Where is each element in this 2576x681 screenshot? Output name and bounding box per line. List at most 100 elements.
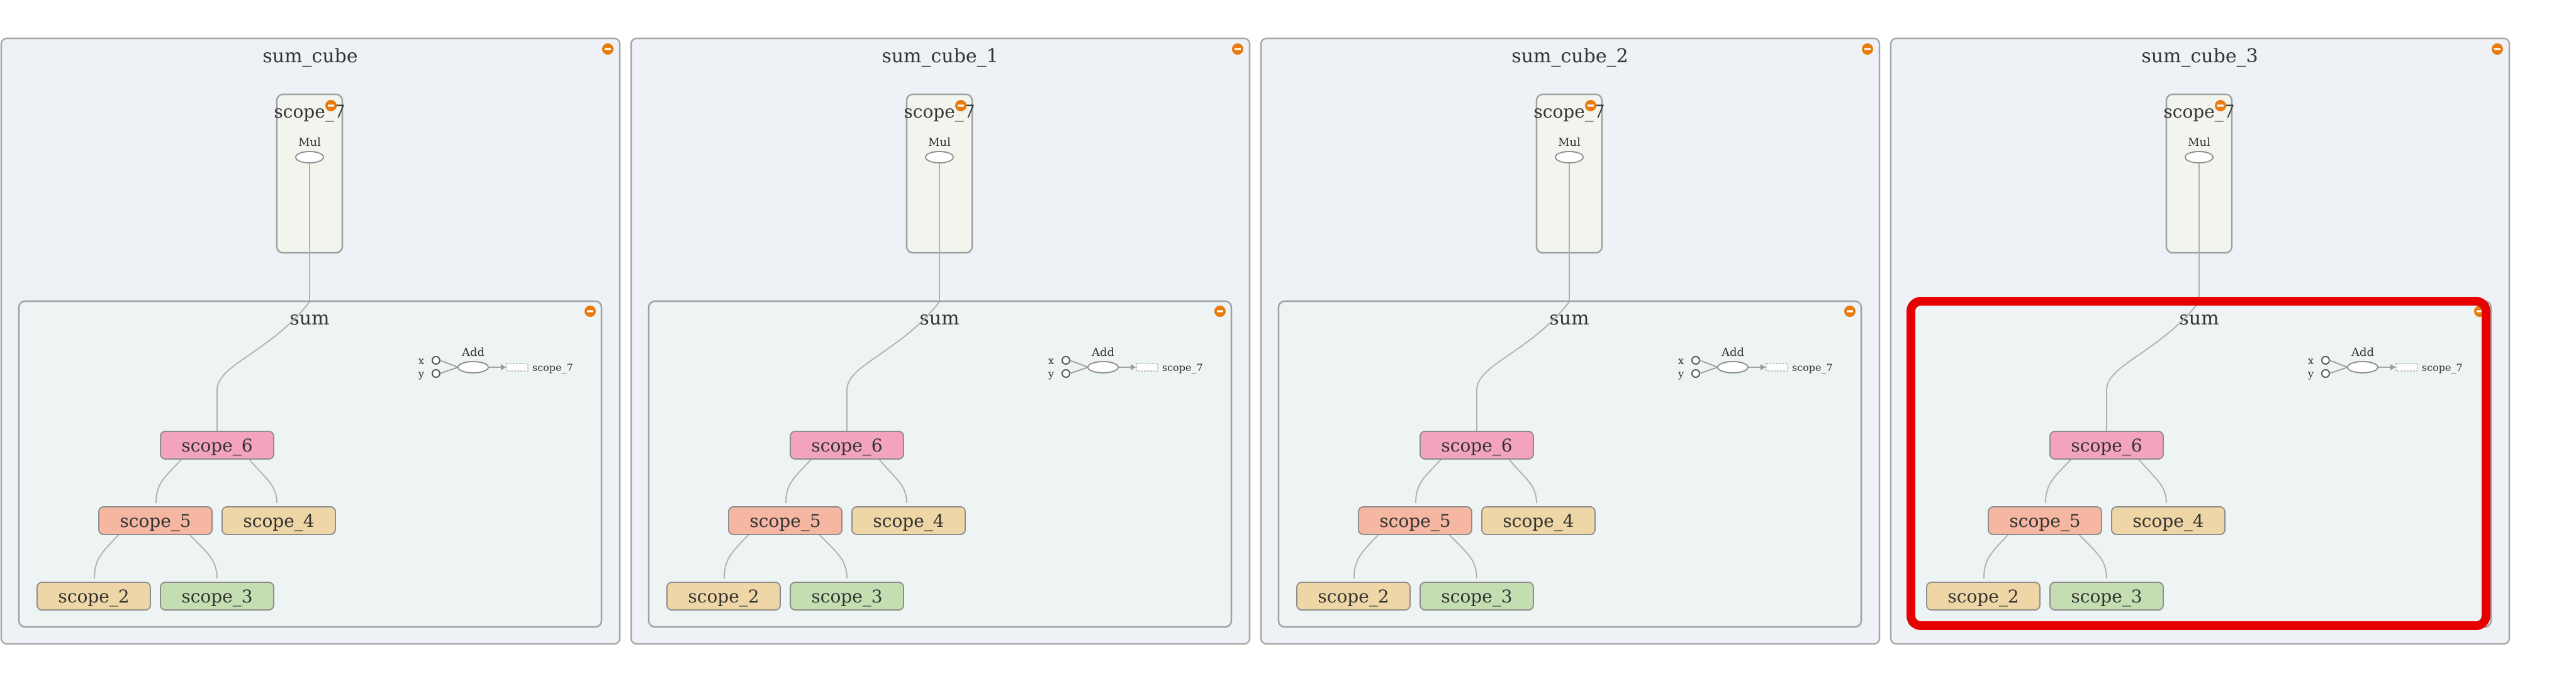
- mul-op-node[interactable]: [2185, 151, 2214, 163]
- input-x-label: x: [1678, 355, 1684, 367]
- edge-scope-5-to-scope-2: [1983, 533, 2010, 579]
- input-x-node[interactable]: [2321, 356, 2330, 365]
- collapse-badge[interactable]: [602, 43, 613, 55]
- edge-scope-6-to-scope-4: [878, 458, 907, 504]
- input-y-node[interactable]: [1691, 369, 1700, 378]
- scope-7-collapse-badge[interactable]: [325, 100, 337, 111]
- scope-3-node[interactable]: scope_3: [160, 582, 274, 611]
- input-x-node[interactable]: [1691, 356, 1700, 365]
- add-op-node[interactable]: [457, 361, 489, 374]
- input-y-node[interactable]: [2321, 369, 2330, 378]
- scope-2-node[interactable]: scope_2: [1926, 582, 2041, 611]
- input-x-label: x: [418, 355, 424, 367]
- mul-op-node[interactable]: [295, 151, 324, 163]
- sum-title: sum: [289, 307, 329, 329]
- panel-title: sum_cube_2: [1511, 45, 1628, 67]
- scope-7-collapse-badge[interactable]: [955, 100, 966, 111]
- edge-scope-5-to-scope-2: [94, 533, 120, 579]
- output-ref-node: [1136, 363, 1158, 372]
- sum-collapse-badge[interactable]: [1844, 306, 1856, 317]
- scope-5-node[interactable]: scope_5: [728, 506, 843, 535]
- scope-2-node[interactable]: scope_2: [666, 582, 781, 611]
- scope-3-node-label: scope_3: [181, 586, 252, 607]
- panel-sum_cube_3: sum_cube_3scope_7MulsumAddxyscope_7scope…: [1890, 37, 2511, 645]
- mul-op-node[interactable]: [925, 151, 954, 163]
- add-output-arrow: [1761, 364, 1766, 370]
- output-ref-label: scope_7: [1162, 362, 1203, 374]
- input-x-label: x: [2308, 355, 2314, 367]
- panel-sum_cube_1: sum_cube_1scope_7MulsumAddxyscope_7scope…: [630, 37, 1251, 645]
- collapse-badge[interactable]: [1862, 43, 1873, 55]
- scope-3-node[interactable]: scope_3: [2049, 582, 2164, 611]
- input-y-node[interactable]: [432, 369, 440, 378]
- scope-4-node-label: scope_4: [2132, 511, 2204, 531]
- scope-2-node[interactable]: scope_2: [36, 582, 151, 611]
- scope-4-node[interactable]: scope_4: [1481, 506, 1596, 535]
- sum-collapse-badge[interactable]: [1214, 306, 1226, 317]
- scope-2-node[interactable]: scope_2: [1296, 582, 1411, 611]
- edge-scope-6-to-scope-5: [155, 458, 183, 504]
- scope-6-node[interactable]: scope_6: [160, 431, 274, 460]
- scope-5-node[interactable]: scope_5: [1358, 506, 1472, 535]
- scope-4-node[interactable]: scope_4: [851, 506, 966, 535]
- add-op-node[interactable]: [2347, 361, 2378, 374]
- scope-3-node-label: scope_3: [2071, 586, 2142, 607]
- add-input-edges: [1069, 360, 1089, 374]
- collapse-badge[interactable]: [2492, 43, 2503, 55]
- input-y-label: y: [2307, 368, 2314, 380]
- scope-3-node[interactable]: scope_3: [790, 582, 904, 611]
- scope-3-node-label: scope_3: [1441, 586, 1512, 607]
- output-ref-label: scope_7: [2422, 362, 2463, 374]
- add-output-arrow: [1131, 364, 1136, 370]
- mul-op-node[interactable]: [1555, 151, 1584, 163]
- scope-7-collapse-badge[interactable]: [1585, 100, 1596, 111]
- scope-3-node[interactable]: scope_3: [1420, 582, 1534, 611]
- input-y-label: y: [1677, 368, 1684, 380]
- edge-scope-5-to-scope-3: [818, 533, 848, 579]
- scope-4-node-label: scope_4: [1503, 511, 1574, 531]
- add-output-arrow: [2390, 364, 2395, 370]
- input-y-node[interactable]: [1061, 369, 1070, 378]
- scope-7-collapse-badge[interactable]: [2215, 100, 2226, 111]
- scope-6-node-label: scope_6: [811, 435, 882, 456]
- scope-6-node[interactable]: scope_6: [2049, 431, 2164, 460]
- output-ref-node: [1766, 363, 1788, 372]
- collapse-badge[interactable]: [1232, 43, 1243, 55]
- input-x-node[interactable]: [1061, 356, 1070, 365]
- edge-scope-6-to-scope-5: [1415, 458, 1443, 504]
- edge-sum-to-scope-6: [216, 301, 310, 431]
- add-input-edges: [2329, 360, 2348, 374]
- scope-6-node[interactable]: scope_6: [1420, 431, 1534, 460]
- edge-scope-6-to-scope-5: [2045, 458, 2073, 504]
- panel-title: sum_cube: [262, 45, 357, 67]
- scope-5-node-label: scope_5: [120, 511, 191, 531]
- edge-scope-6-to-scope-4: [1508, 458, 1537, 504]
- scope-4-node[interactable]: scope_4: [221, 506, 336, 535]
- add-op-label: Add: [461, 346, 484, 359]
- scope-5-node-label: scope_5: [749, 511, 820, 531]
- add-op-node[interactable]: [1087, 361, 1119, 374]
- input-y-label: y: [418, 368, 424, 380]
- scope-6-node[interactable]: scope_6: [790, 431, 904, 460]
- scope-5-node[interactable]: scope_5: [98, 506, 213, 535]
- edge-sum-to-scope-6: [2106, 301, 2200, 431]
- input-y-label: y: [1048, 368, 1054, 380]
- mul-op-label: Mul: [298, 136, 321, 149]
- sum-title: sum: [2179, 307, 2219, 329]
- edge-scope-5-to-scope-3: [1448, 533, 1477, 579]
- scope-5-node[interactable]: scope_5: [1988, 506, 2102, 535]
- scope-4-node[interactable]: scope_4: [2111, 506, 2226, 535]
- scope-5-node-label: scope_5: [2009, 511, 2080, 531]
- add-op-node[interactable]: [1717, 361, 1749, 374]
- input-x-node[interactable]: [432, 356, 440, 365]
- sum-collapse-badge[interactable]: [585, 306, 596, 317]
